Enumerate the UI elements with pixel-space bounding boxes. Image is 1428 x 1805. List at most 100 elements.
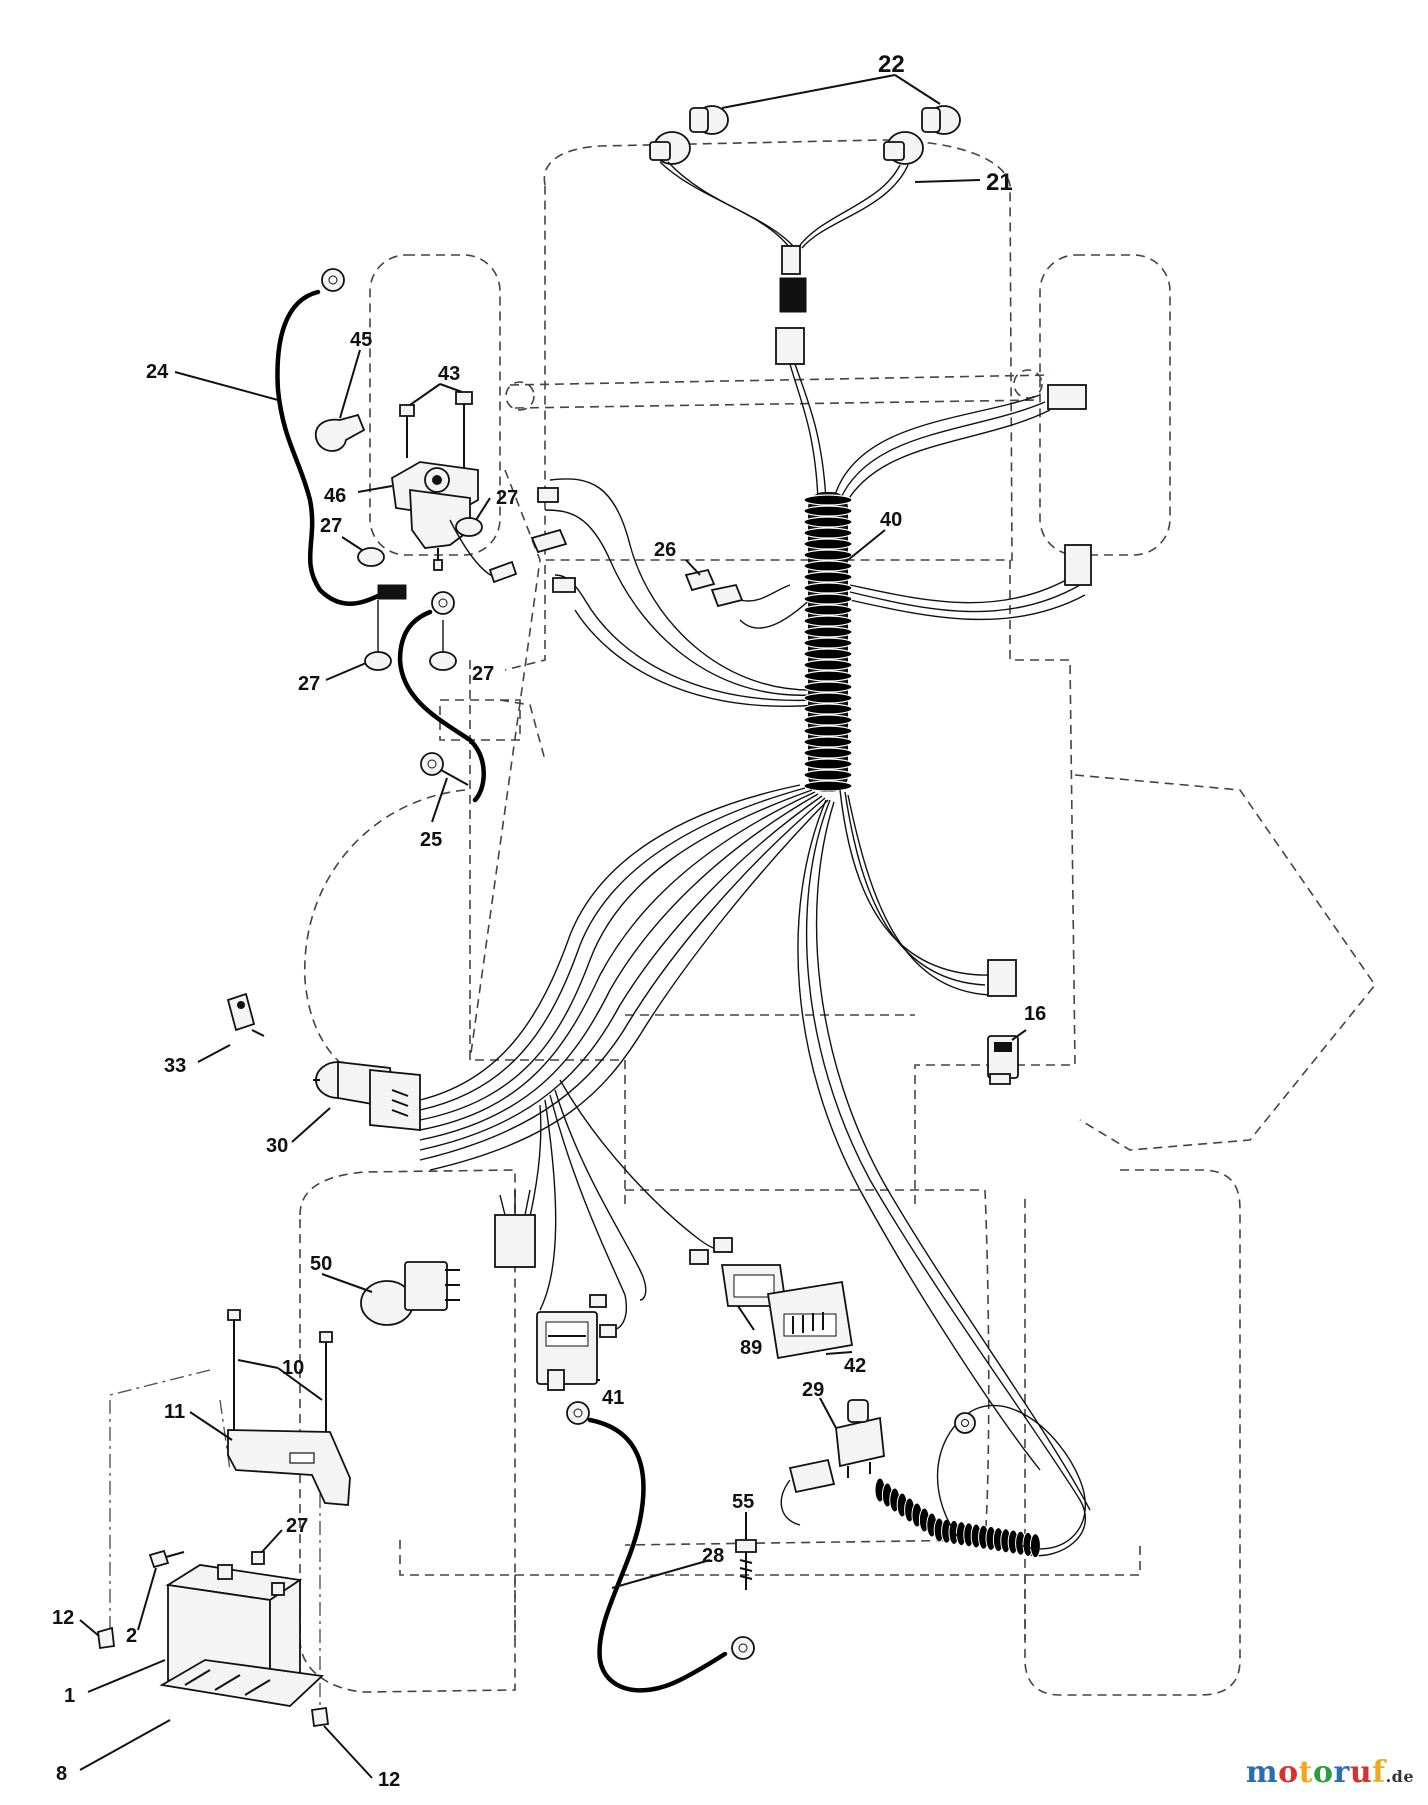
loom-rib: [803, 560, 853, 572]
brake-switch: [835, 1399, 885, 1478]
cable-24: [275, 289, 383, 606]
wire-terminal-89a: [713, 1237, 733, 1253]
loom-rib: [803, 780, 853, 792]
loom-rib: [803, 626, 853, 638]
tray-clip-left: [97, 1626, 115, 1650]
clutch-switch-connector: [987, 959, 1017, 997]
callout-27-lower-right: 27: [472, 663, 494, 685]
battery-tray: [159, 1659, 324, 1707]
battery-hold-down-bolt-right: [319, 1331, 333, 1438]
callout-40: 40: [880, 509, 902, 531]
battery-condition-meter: [766, 1280, 854, 1360]
callout-41: 43: [438, 363, 460, 385]
seat-switch-connector: [1064, 544, 1092, 586]
callout-30: 30: [266, 1135, 288, 1157]
loom-rib: [803, 725, 853, 737]
watermark-logo: motoruf.de: [1246, 1755, 1414, 1790]
headlight-harness-connector: [779, 277, 807, 313]
headlight-socket-right: [883, 131, 924, 165]
watermark-letter: f: [1372, 1755, 1386, 1790]
pto-switch-connector: [1047, 384, 1087, 410]
ground-screw: [735, 1539, 757, 1590]
loom-rib: [803, 505, 853, 517]
callout-27-battery: 27: [286, 1515, 308, 1537]
fuse-holder-solenoid: [488, 560, 518, 584]
battery-terminal-bolt: [148, 1549, 185, 1569]
loom-rib: [803, 516, 853, 528]
nut-27-upper-right: [455, 517, 483, 537]
loom-rib: [803, 637, 853, 649]
headlight-switch-connector: [494, 1214, 536, 1268]
callout-27-upper-left: 27: [320, 515, 342, 537]
coil-loop: [1029, 1533, 1041, 1559]
wire-terminal-89b: [689, 1249, 709, 1265]
loom-rib: [803, 582, 853, 594]
clutch-switch: [987, 1035, 1019, 1085]
meter-bezel: [720, 1264, 788, 1307]
watermark-tld: .de: [1385, 1767, 1414, 1786]
watermark-letter: o: [1313, 1755, 1334, 1790]
loom-rib: [803, 714, 853, 726]
callout-8: 8: [56, 1763, 67, 1785]
callout-50: 50: [310, 1253, 332, 1275]
loom-rib: [803, 538, 853, 550]
callout-27-lower-left: 27: [298, 673, 320, 695]
watermark-letter: r: [1333, 1755, 1350, 1790]
callout-24: 24: [146, 361, 169, 383]
battery-hold-down-bracket: [227, 1429, 351, 1506]
loom-rib: [803, 593, 853, 605]
ignition-switch: [313, 1060, 421, 1131]
headlight-bulb-right: [921, 105, 961, 135]
wire-terminal-45a: [589, 1294, 607, 1308]
loom-rib: [803, 549, 853, 561]
watermark-letter: t: [1298, 1755, 1314, 1790]
wire-connector-c: [552, 577, 576, 593]
loom-rib: [803, 758, 853, 770]
callout-21: 21: [986, 169, 1013, 196]
callout-29: 29: [802, 1379, 824, 1401]
leader-lines: [79, 74, 1027, 1779]
loom-rib: [803, 747, 853, 759]
watermark-letter: u: [1349, 1755, 1373, 1790]
headlight-socket-left: [649, 131, 691, 165]
loom-rib: [803, 615, 853, 627]
loom-rib: [803, 527, 853, 539]
callout-55: 55: [732, 1491, 754, 1513]
loom-rib: [803, 681, 853, 693]
nut-27-upper-left: [357, 547, 385, 567]
callout-11: 11: [164, 1401, 185, 1423]
callout-26: 26: [654, 539, 676, 561]
solenoid-bolt-left: [399, 404, 415, 458]
mower-outline: [299, 139, 1376, 1696]
loom-rib: [803, 648, 853, 660]
nut-27-lower-left: [364, 651, 392, 671]
starter-solenoid: [391, 461, 479, 571]
wire-connector-a: [537, 487, 559, 503]
callout-12-right: 12: [378, 1769, 400, 1791]
headlight-assembly: [649, 105, 961, 365]
callout-33: 33: [164, 1055, 186, 1077]
solenoid-assembly: [275, 268, 518, 803]
main-harness-headlight-connector: [775, 327, 805, 365]
loom-rib: [803, 670, 853, 682]
headlight-bulb-left: [689, 105, 729, 135]
callout-42: 45: [350, 329, 372, 351]
callout-45: 41: [602, 1387, 624, 1409]
loom-rib: [803, 571, 853, 583]
callout-46: 42: [844, 1355, 866, 1377]
loom-rib: [803, 769, 853, 781]
loom-rib: [803, 659, 853, 671]
nut-27-lower-right: [429, 651, 457, 671]
callout-43: 46: [324, 485, 346, 507]
loom-rib: [803, 703, 853, 715]
callout-25: 25: [420, 829, 442, 851]
callout-10: 10: [282, 1357, 304, 1379]
solenoid-boot: [314, 413, 366, 452]
hour-meter: [536, 1311, 598, 1391]
callout-89: 89: [740, 1337, 762, 1359]
loom-rib: [803, 736, 853, 748]
ignition-key: [226, 992, 265, 1037]
battery-terminal-nut: [251, 1551, 265, 1565]
